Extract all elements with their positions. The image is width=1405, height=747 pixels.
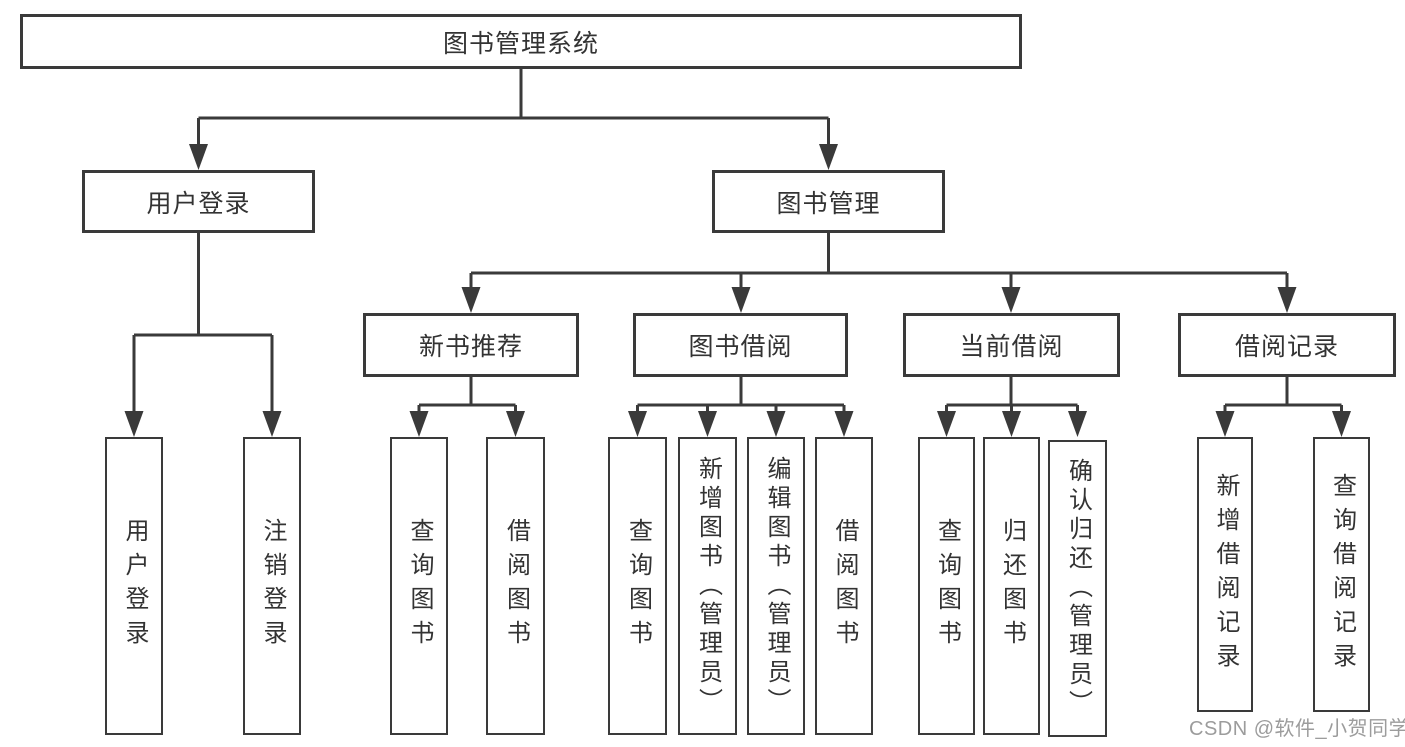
connector-shafts [132,69,1343,417]
csdn-watermark: CSDN @软件_小贺同学 [1189,718,1405,740]
node-borrow-records-label: 借阅记录 [1234,333,1339,361]
node-user-login-label: 用户登录 [146,189,251,218]
leaf-query-borrow-record-label: 查询借阅记录 [1328,472,1356,677]
leaf-recommend-query-books-label: 查询图书 [406,518,433,654]
arrowhead-icons [124,144,1351,437]
node-new-book-recommend: 新书推荐 [363,313,579,377]
leaf-recommend-query-books: 查询图书 [390,437,448,735]
node-root-system: 图书管理系统 [20,14,1022,69]
leaf-current-query-books: 查询图书 [918,437,975,735]
leaf-return-books-label: 归还图书 [998,518,1026,654]
leaf-borrow-query-books-label: 查询图书 [624,518,652,654]
leaf-add-borrow-record-label: 新增借阅记录 [1212,472,1239,677]
leaf-confirm-return-admin: 确认归还（管理员） [1048,440,1107,737]
leaf-borrow-books: 借阅图书 [815,437,873,735]
leaf-user-login: 用户登录 [105,437,163,735]
node-book-borrow: 图书借阅 [633,313,848,377]
node-borrow-records: 借阅记录 [1178,313,1396,377]
leaf-user-login-label: 用户登录 [121,518,148,654]
node-book-borrow-label: 图书借阅 [688,333,793,361]
leaf-current-query-books-label: 查询图书 [933,518,961,654]
leaf-borrow-books-label: 借阅图书 [831,518,858,654]
leaf-edit-books-admin-label: 编辑图书（管理员） [763,455,790,717]
leaf-recommend-borrow-books: 借阅图书 [486,437,545,735]
leaf-logout: 注销登录 [243,437,301,735]
leaf-borrow-query-books: 查询图书 [608,437,667,735]
leaf-edit-books-admin: 编辑图书（管理员） [747,437,805,735]
node-book-management-label: 图书管理 [776,189,881,218]
node-root-system-label: 图书管理系统 [442,29,599,58]
node-book-management: 图书管理 [712,170,945,233]
leaf-confirm-return-admin-label: 确认归还（管理员） [1064,458,1092,719]
node-current-borrow: 当前借阅 [903,313,1120,377]
leaf-add-borrow-record: 新增借阅记录 [1197,437,1253,712]
leaf-add-books-admin-label: 新增图书（管理员） [694,455,722,717]
leaf-logout-label: 注销登录 [259,518,286,654]
leaf-recommend-borrow-books-label: 借阅图书 [502,518,530,654]
leaf-return-books: 归还图书 [983,437,1040,735]
leaf-add-books-admin: 新增图书（管理员） [678,437,737,735]
node-current-borrow-label: 当前借阅 [959,333,1064,361]
leaf-query-borrow-record: 查询借阅记录 [1313,437,1370,712]
node-new-book-recommend-label: 新书推荐 [418,333,523,361]
node-user-login: 用户登录 [82,170,315,233]
